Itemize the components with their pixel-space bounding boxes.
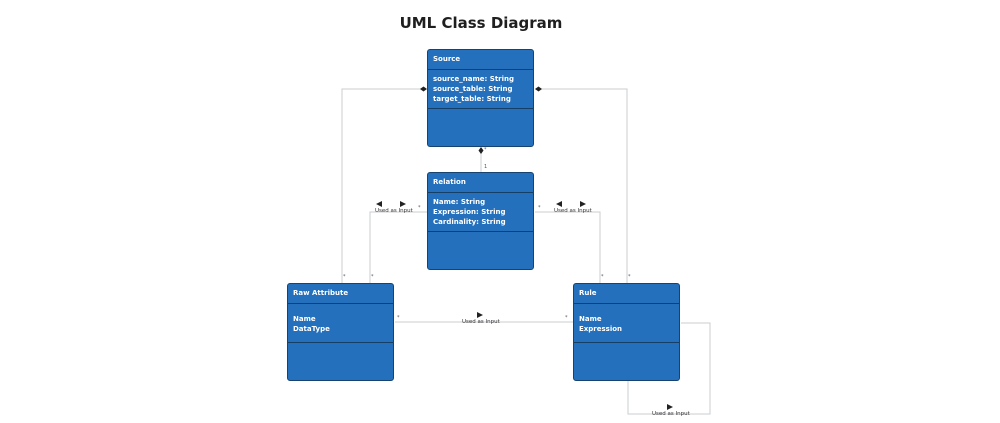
class-relation-name: Relation xyxy=(428,173,533,193)
multiplicity-source-relation-star: * xyxy=(484,147,487,153)
connector-rule-self[interactable] xyxy=(627,322,711,415)
connector-source-rule[interactable] xyxy=(540,88,628,283)
attribute: Name: String xyxy=(433,198,486,206)
connector-relation-rule[interactable] xyxy=(535,211,601,283)
multiplicity-raw-source-star: * xyxy=(343,274,346,280)
attribute: Expression xyxy=(579,325,623,333)
attribute: Expression: String xyxy=(433,208,506,216)
class-rule-name: Rule xyxy=(574,284,679,304)
multiplicity-relation-right-star: * xyxy=(538,205,541,211)
association-label-rule-self: Used as Input xyxy=(652,411,690,417)
composition-diamond-source-left xyxy=(420,86,427,92)
class-source-operations xyxy=(428,109,533,147)
class-raw-attribute-operations xyxy=(288,343,393,381)
connector-relation-raw[interactable] xyxy=(369,211,427,283)
class-rule-attributes: Name Expression xyxy=(574,304,679,343)
attribute: source_name: String xyxy=(433,75,515,83)
attribute: source_table: String xyxy=(433,85,513,93)
association-label-relation-raw: Used as Input xyxy=(375,208,413,214)
composition-diamond-source-right xyxy=(535,86,542,92)
class-relation-attributes: Name: String Expression: String Cardinal… xyxy=(428,193,533,232)
class-raw-attribute-attributes: Name DataType xyxy=(288,304,393,343)
multiplicity-raw-relation-star: * xyxy=(371,274,374,280)
class-relation[interactable]: Relation Name: String Expression: String… xyxy=(427,172,534,270)
class-relation-operations xyxy=(428,232,533,270)
class-rule-operations xyxy=(574,343,679,381)
multiplicity-relation-one: 1 xyxy=(484,164,488,170)
connector-source-raw[interactable] xyxy=(341,88,422,283)
direction-arrow-raw-rule xyxy=(477,312,483,318)
class-raw-attribute-name: Raw Attribute xyxy=(288,284,393,304)
direction-arrow-rule-self xyxy=(667,404,673,410)
association-label-raw-rule: Used as Input xyxy=(462,319,500,325)
direction-arrow-relation-raw-right xyxy=(400,201,406,207)
attribute: Cardinality: String xyxy=(433,218,506,226)
association-label-relation-rule: Used as Input xyxy=(554,208,592,214)
attribute: Name xyxy=(293,315,316,323)
class-source[interactable]: Source source_name: String source_table:… xyxy=(427,49,534,147)
direction-arrow-relation-rule-right xyxy=(580,201,586,207)
class-raw-attribute[interactable]: Raw Attribute Name DataType xyxy=(287,283,394,381)
diagram-title: UML Class Diagram xyxy=(399,14,563,32)
attribute: target_table: String xyxy=(433,95,511,103)
direction-arrow-relation-raw-left xyxy=(376,201,382,207)
multiplicity-rule-source-star: * xyxy=(628,274,631,280)
class-source-attributes: source_name: String source_table: String… xyxy=(428,70,533,109)
composition-diamond-source-bottom xyxy=(478,147,484,154)
class-source-name: Source xyxy=(428,50,533,70)
multiplicity-relation-left-star: * xyxy=(418,205,421,211)
multiplicity-raw-rule-right-star: * xyxy=(565,315,568,321)
direction-arrow-relation-rule-left xyxy=(556,201,562,207)
multiplicity-rule-relation-star: * xyxy=(601,274,604,280)
attribute: Name xyxy=(579,315,602,323)
multiplicity-raw-rule-left-star: * xyxy=(397,315,400,321)
class-rule[interactable]: Rule Name Expression xyxy=(573,283,680,381)
attribute: DataType xyxy=(293,325,330,333)
